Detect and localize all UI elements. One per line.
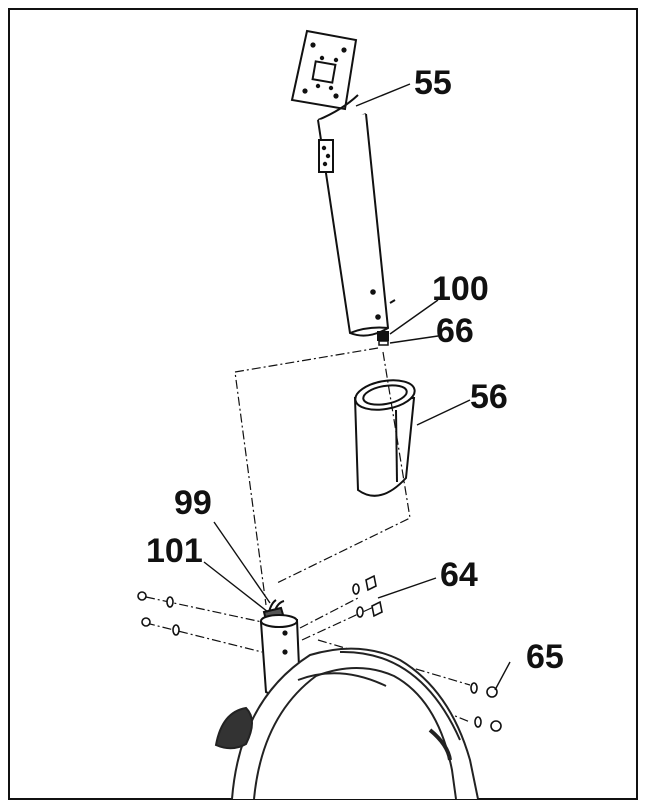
bolt-head-lower-left	[141, 617, 151, 627]
console-mast-part-55	[290, 29, 396, 337]
callout-99: 99	[174, 484, 212, 522]
mast-cover-part-56	[353, 379, 416, 497]
bolt-head-upper-left	[137, 591, 147, 601]
mast-bolt-hole	[370, 289, 376, 295]
callout-56: 56	[470, 378, 508, 416]
fastener-part-100	[377, 331, 389, 341]
callout-55: 55	[414, 64, 452, 102]
callout-64: 64	[440, 556, 478, 594]
mast-cover-body	[353, 397, 416, 497]
frame-shroud	[214, 647, 479, 800]
bolts-part-65	[470, 682, 502, 732]
callout-100: 100	[432, 270, 489, 308]
plate-square-hole	[311, 60, 337, 84]
left-bolts	[137, 591, 180, 636]
right-bolts-upper	[352, 574, 383, 618]
fastener-part-66	[378, 340, 389, 346]
leader-lines	[203, 83, 511, 691]
callout-101: 101	[146, 532, 203, 570]
callout-66: 66	[436, 312, 474, 350]
frame-knob	[214, 706, 253, 750]
callout-65: 65	[526, 638, 564, 676]
